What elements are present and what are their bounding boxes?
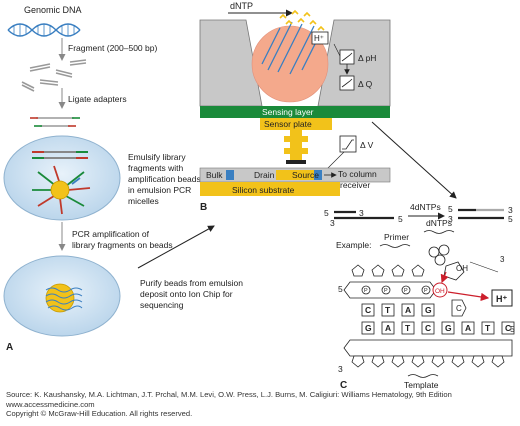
template-backbone [343, 339, 513, 368]
template-bases [361, 321, 515, 335]
phosphate-2: P [384, 288, 388, 294]
purify-line-1: Purify beads from emulsion [140, 278, 243, 288]
emulsify-line-1: Emulsify library [128, 152, 186, 162]
sensing-layer-label: Sensing layer [262, 107, 314, 117]
template-label: Template [404, 380, 439, 390]
panel-b-letter: B [200, 202, 207, 213]
phosphate-4: P [424, 288, 428, 294]
sensor-plate-label: Sensor plate [264, 119, 312, 129]
proton-release-arrow [447, 291, 490, 302]
primer-base-3: A [405, 305, 411, 315]
source-line-3: Copyright © McGraw-Hill Education. All r… [6, 409, 193, 419]
genomic-dna-helix [7, 23, 81, 37]
source-line-2: www.accessmedicine.com [6, 399, 95, 409]
primer-label: Primer [384, 232, 409, 242]
via-stack [284, 130, 308, 164]
drain-label: Drain [254, 170, 275, 180]
phosphate-1: P [364, 288, 368, 294]
delta-ph-label: Δ pH [358, 53, 376, 63]
arrow-to-chip [137, 225, 215, 269]
sensor-plate [260, 118, 332, 130]
amplified-bead [45, 283, 83, 313]
incoming-nucleotide [428, 244, 465, 281]
genomic-dna-label: Genomic DNA [24, 5, 82, 15]
amplification-bead [32, 165, 91, 215]
incoming-base-c: C [456, 304, 462, 313]
hplus-b-label: H⁺ [314, 34, 324, 43]
to-column-line-1: To column [338, 169, 377, 179]
panel-a: Genomic DNA Fragment (200–500 bp) Ligate… [3, 5, 243, 353]
to-column-line-2: receiver [340, 180, 370, 190]
hplus-box [311, 31, 329, 45]
emulsify-line-2: fragments with [128, 163, 184, 173]
bead-dna-strands [261, 9, 325, 75]
template-base-4: C [425, 323, 431, 333]
primer-5: 5 [338, 284, 343, 294]
c-after-5: 5 [448, 204, 453, 214]
primer-backbone [343, 264, 437, 299]
delta-v-box [339, 135, 357, 153]
delta-v-label: Δ V [360, 140, 374, 150]
template-3: 3 [338, 364, 343, 374]
template-base-8: C [505, 323, 511, 333]
c-before-5: 5 [324, 208, 329, 218]
purify-line-3: sequencing [140, 300, 184, 310]
template-base-7: T [485, 323, 491, 333]
dntp-label: dNTP [230, 1, 253, 11]
purify-line-2: deposit onto Ion Chip for [140, 289, 233, 299]
fragment-label: Fragment (200–500 bp) [68, 43, 157, 53]
source-credit: Source: K. Kaushansky, M.A. Lichtman, J.… [6, 390, 516, 419]
source-label: Source [292, 170, 319, 180]
c-after-3b: 3 [448, 214, 453, 224]
delta-q-label: Δ Q [358, 79, 373, 89]
c-top-3: 3 [500, 255, 505, 264]
dntps-label: dNTPs [426, 218, 452, 228]
emulsify-line-5: micelles [128, 196, 159, 206]
pcr-line-2: library fragments on beads [72, 240, 173, 250]
bulk-label: Bulk [206, 170, 223, 180]
emulsify-line-3: amplification beads [128, 174, 201, 184]
template-base-2: A [385, 323, 391, 333]
panel-c: 5 3 5 3 4dNTPs 5 3 3 5 Example: Primer d… [324, 202, 515, 391]
emulsify-label: Emulsify library fragments with amplific… [128, 152, 201, 206]
ligate-label: Ligate adapters [68, 94, 127, 104]
c-after-3: 3 [508, 205, 513, 215]
dna-fragments [21, 59, 87, 92]
released-hplus-box [491, 289, 513, 307]
template-base-5: G [445, 323, 452, 333]
released-hplus-label: H⁺ [496, 294, 507, 304]
c-before-5b: 5 [398, 214, 403, 224]
panel-a-letter: A [6, 342, 13, 353]
library-fragment-pair [32, 151, 88, 159]
purify-label: Purify beads from emulsion deposit onto … [140, 278, 243, 310]
primer-base-1: C [365, 305, 371, 315]
primer-base-4: G [425, 305, 432, 315]
ligated-fragments [30, 117, 80, 127]
template-base-1: G [365, 323, 372, 333]
primer-base-2: T [385, 305, 391, 315]
four-dntps-label: 4dNTPs [410, 202, 441, 212]
example-label: Example: [336, 240, 371, 250]
template-base-6: A [465, 323, 471, 333]
oh-reacting-label: OH [435, 288, 445, 295]
c-before-3b: 3 [330, 218, 335, 228]
primer-bases [361, 303, 435, 317]
panel-b: dNTP H⁺ Δ pH Δ Q [199, 1, 457, 213]
phosphate-3: P [404, 288, 408, 294]
template-base-3: T [405, 323, 411, 333]
c-before-3: 3 [359, 208, 364, 218]
pcr-line-1: PCR amplification of [72, 229, 150, 239]
silicon-substrate [200, 182, 340, 196]
silicon-label: Silicon substrate [232, 185, 295, 195]
source-line-1: Source: K. Kaushansky, M.A. Lichtman, J.… [6, 390, 452, 399]
oh-top-label: OH [456, 264, 468, 273]
emulsify-line-4: in emulsion PCR [128, 185, 191, 195]
sensing-layer [200, 106, 390, 118]
template-5: 5 [510, 324, 515, 334]
c-after-5b: 5 [508, 214, 513, 224]
panel-c-letter: C [340, 380, 347, 391]
arrow-to-reaction [371, 121, 457, 199]
